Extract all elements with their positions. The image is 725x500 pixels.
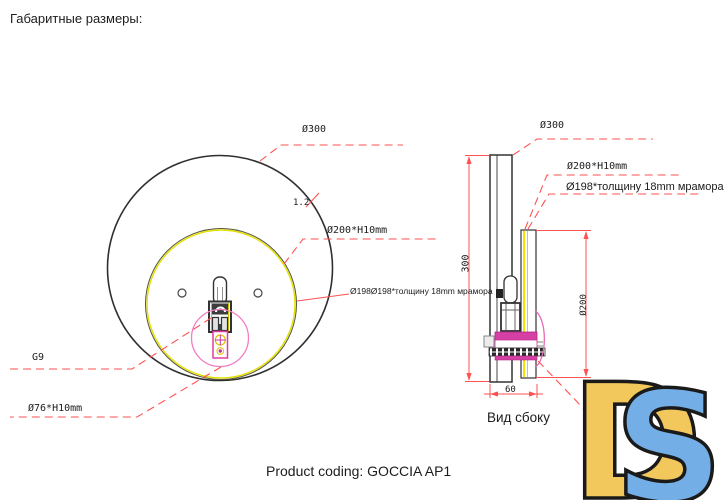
front-label-socket: G9 [32, 352, 45, 363]
mount-hole-right [253, 288, 263, 298]
side-label-d300: Ø300 [540, 120, 565, 131]
side-bracket-mid [494, 339, 538, 349]
bulb-side [503, 275, 518, 304]
side-bolt [483, 335, 495, 348]
front-glass-circle [145, 228, 297, 380]
side-wire-block [496, 289, 503, 298]
side-leader-lines [512, 138, 700, 410]
dim-disc-d200: Ø200 [579, 294, 590, 316]
side-view-caption: Вид сбоку [487, 410, 550, 425]
bulb-front [212, 276, 228, 305]
front-label-d198: Ø198Ø198*толщину 18mm мрамора [350, 286, 493, 296]
side-view-drawing [465, 138, 700, 410]
side-knurled-bar [488, 347, 546, 357]
side-ring-arc [534, 310, 546, 368]
mount-hole-left [177, 288, 187, 298]
front-label-d76: Ø76*H10mm [28, 403, 83, 414]
dim-height-300: 300 [460, 254, 472, 273]
front-fixing-circle [190, 308, 250, 368]
side-label-d200: Ø200*H10mm [567, 161, 628, 172]
front-label-d200: Ø200*H10mm [327, 225, 388, 236]
side-label-d198: Ø198*толщину 18mm мрамора [566, 181, 724, 193]
front-label-d300: Ø300 [302, 124, 327, 135]
side-bracket-top [494, 331, 538, 341]
socket-side [500, 302, 521, 332]
front-label-thickness: 1.2 [293, 198, 310, 208]
logo-letter-d: D [570, 349, 703, 500]
side-bracket-bottom [494, 355, 538, 361]
front-plate-circle [106, 154, 334, 382]
dim-depth-60: 60 [505, 385, 516, 395]
front-leader-lines [8, 144, 440, 418]
front-view-drawing [8, 144, 440, 418]
ds-logo: D S [568, 347, 725, 500]
product-coding: Product coding: GOCCIA AP1 [266, 463, 452, 479]
side-dimensions [465, 155, 591, 398]
logo-letter-s: S [614, 359, 723, 500]
front-marble-circle [146, 229, 296, 379]
page-title: Габаритные размеры: [10, 11, 143, 26]
